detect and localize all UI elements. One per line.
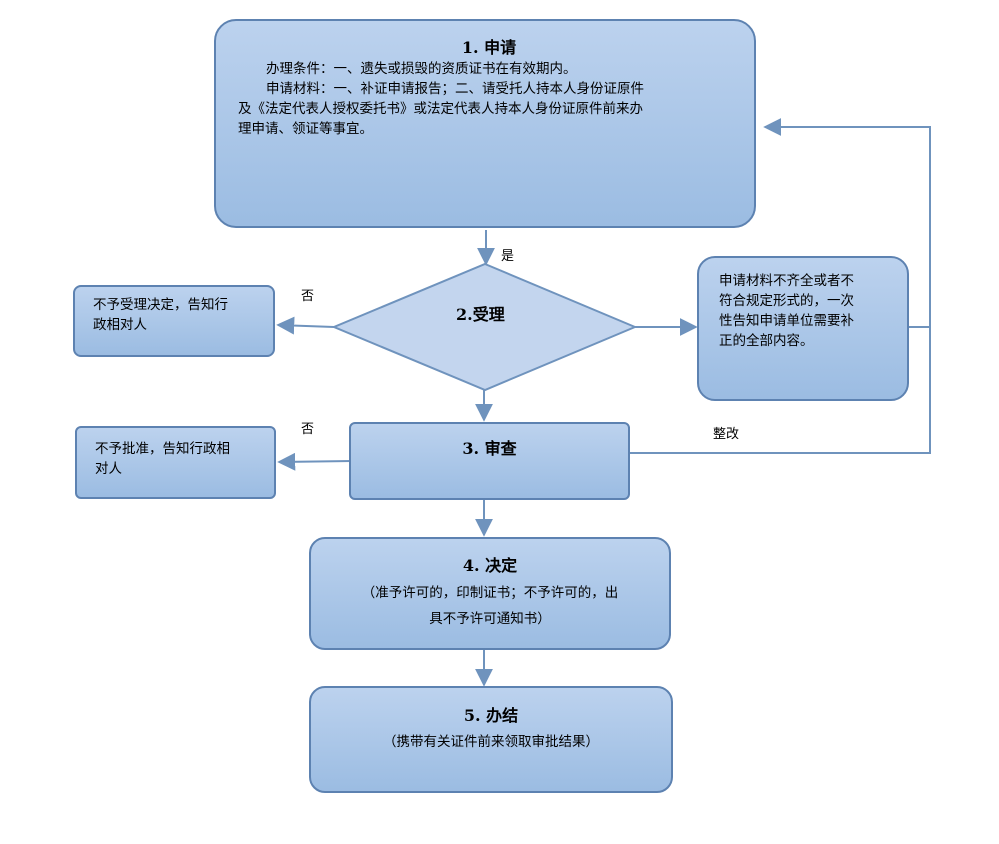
supplement-line-2: 符合规定形式的，一次 xyxy=(719,293,854,309)
decision-step-box: 4. 决定 （准予许可的，印制证书；不予许可的，出 具不予许可通知书） xyxy=(309,537,671,650)
complete-step-box: 5. 办结 （携带有关证件前来领取审批结果） xyxy=(309,686,673,793)
apply-materials-line-3: 理申请、领证等事宜。 xyxy=(238,121,373,137)
accept-diamond xyxy=(331,262,638,392)
rectify-label: 整改 xyxy=(713,427,740,442)
supplement-line-3: 性告知申请单位需要补 xyxy=(719,313,854,329)
decision-detail-line-2: 具不予许可通知书） xyxy=(429,611,551,627)
apply-step-title: 1. 申请 xyxy=(461,38,517,57)
decision-detail-line-1: （准予许可的，印制证书；不予许可的，出 xyxy=(361,585,619,601)
decision-step-title: 4. 决定 xyxy=(462,556,518,575)
review-step-title: 3. 审查 xyxy=(462,439,517,458)
accept-step-title: 2.受理 xyxy=(456,305,505,324)
no-accept-label: 否 xyxy=(301,289,315,304)
apply-materials-line-2: 及《法定代表人授权委托书》或法定代表人持本人身份证原件前来办 xyxy=(238,101,643,117)
supplement-line-1: 申请材料不齐全或者不 xyxy=(719,273,854,289)
reject-review-line-2: 对人 xyxy=(95,461,122,477)
supplement-line-4: 正的全部内容。 xyxy=(719,333,814,349)
reject-accept-line-1: 不予受理决定，告知行 xyxy=(93,297,228,313)
reject-review-box: 不予批准，告知行政相 对人 xyxy=(75,426,276,499)
reject-accept-line-2: 政相对人 xyxy=(93,317,147,333)
reject-review-line-1: 不予批准，告知行政相 xyxy=(95,441,230,457)
no-review-label: 否 xyxy=(301,422,315,437)
review-step-box: 3. 审查 xyxy=(349,422,630,500)
apply-step-box: 1. 申请 办理条件：一、遗失或损毁的资质证书在有效期内。 申请材料：一、补证申… xyxy=(214,19,756,228)
apply-conditions-text: 办理条件：一、遗失或损毁的资质证书在有效期内。 xyxy=(266,61,577,77)
connector-accept-to-reject xyxy=(276,316,335,335)
yes-label: 是 xyxy=(501,249,515,264)
supplement-notice-box: 申请材料不齐全或者不 符合规定形式的，一次 性告知申请单位需要补 正的全部内容。 xyxy=(697,256,909,401)
connector-rectify-loop xyxy=(630,118,931,454)
complete-step-title: 5. 办结 xyxy=(463,706,519,725)
reject-accept-box: 不予受理决定，告知行 政相对人 xyxy=(73,285,275,357)
apply-materials-line-1: 申请材料：一、补证申请报告；二、请受托人持本人身份证原件 xyxy=(266,81,644,97)
complete-detail-text: （携带有关证件前来领取审批结果） xyxy=(383,734,599,750)
connector-review-to-reject xyxy=(277,452,353,471)
